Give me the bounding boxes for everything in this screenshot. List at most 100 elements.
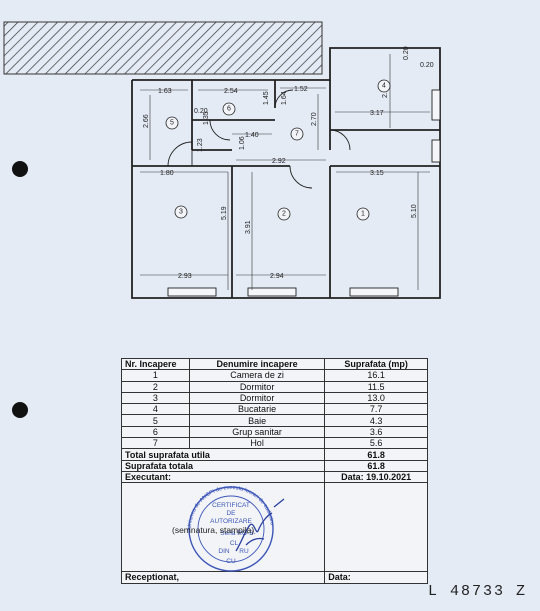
header-name: Denumire incapere: [188, 357, 326, 371]
header-area: Suprafata (mp): [324, 357, 428, 371]
total-util-label: Total suprafata utila: [120, 448, 326, 461]
table-row: 5 Baie 4.3: [121, 414, 428, 427]
binder-hole-bottom: [12, 402, 28, 418]
dim-0-20-right: 0.20: [420, 62, 434, 69]
table-row: 7 Hol 5.6: [121, 437, 428, 450]
handwritten-number: L 48733 Z: [428, 583, 528, 600]
row-name: Dormitor: [188, 380, 326, 393]
dim-1-45: 1.45: [263, 91, 270, 105]
row-name: Hol: [188, 437, 326, 450]
stamp-line-7: RU: [239, 548, 249, 555]
stamp-line-2: DE: [226, 510, 236, 517]
dim-2-54: 2.54: [224, 88, 238, 95]
table-row: 3 Dormitor 13.0: [121, 391, 428, 405]
room-number-5: 5: [170, 120, 174, 127]
row-area: 3.6: [324, 425, 428, 439]
row-nr: 4: [121, 403, 190, 416]
table-row: 4 Bucatarie 7.7: [121, 403, 428, 416]
stamp-line-1: CERTIFICAT: [212, 502, 250, 509]
table-header-row: Nr. Incapere Denumire incapere Suprafata…: [121, 357, 428, 371]
total-value: 61.8: [324, 459, 428, 472]
dim-1-40: 1.40: [245, 132, 259, 139]
receptionat-label: Receptionat,: [120, 571, 326, 584]
dim-2-92: 2.92: [272, 158, 286, 165]
dim-1-23: 1.23: [197, 138, 204, 152]
row-area: 5.6: [324, 437, 428, 450]
room-numbers: 1 2 3 4 5 6 7: [170, 83, 386, 218]
row-area: 11.5: [324, 380, 428, 393]
header-nr: Nr. Incapere: [121, 357, 190, 371]
executant-date: Data: 19.10.2021: [324, 470, 428, 484]
stamp-line-3: AUTORIZARE: [210, 518, 252, 525]
receptionat-row: Receptionat, Data:: [120, 571, 428, 584]
signature-scribble: [235, 498, 285, 552]
stamp-line-8: CU: [226, 558, 236, 565]
floor-plan: 1.63 2.54 1.52 0.20 0.20 2.44 3.17 2.66 …: [3, 21, 441, 299]
row-name: Dormitor: [188, 391, 326, 405]
dim-1-80: 1.80: [160, 170, 174, 177]
table-row: 1 Camera de zi 16.1: [121, 369, 428, 382]
row-area: 13.0: [324, 391, 428, 405]
row-nr: 1: [121, 369, 190, 382]
dim-3-15: 3.15: [370, 170, 384, 177]
dim-3-91: 3.91: [245, 220, 252, 234]
dim-3-17: 3.17: [370, 110, 384, 117]
table-row: 2 Dormitor 11.5: [121, 380, 428, 393]
row-nr: 7: [121, 437, 190, 450]
dim-1-52: 1.52: [294, 86, 308, 93]
room-number-1: 1: [361, 211, 365, 218]
dimension-lines: [140, 54, 430, 290]
row-nr: 2: [121, 380, 190, 393]
room-number-3: 3: [179, 209, 183, 216]
dim-1-63: 1.63: [158, 88, 172, 95]
binder-hole-top: [12, 161, 28, 177]
dim-0-20-mid: 0.20: [194, 108, 208, 115]
row-name: Baie: [188, 414, 326, 427]
dim-2-66: 2.66: [143, 114, 150, 128]
dim-1-35: 1.35: [203, 111, 210, 125]
row-area: 7.7: [324, 403, 428, 416]
rooms-table: Nr. Incapere Denumire incapere Suprafata…: [120, 357, 428, 584]
walls: [131, 47, 441, 299]
total-label: Suprafata totala: [120, 459, 326, 472]
stamp-line-5: CL: [230, 540, 239, 547]
executant-label: Executant:: [120, 470, 326, 484]
row-area: 4.3: [324, 414, 428, 427]
windows: [167, 89, 441, 297]
row-nr: 3: [121, 391, 190, 405]
room-number-2: 2: [282, 211, 286, 218]
stamp-seal: Uniunea de ANCPI de executa lucrari de c…: [187, 485, 285, 572]
total-util-value: 61.8: [324, 448, 428, 461]
table-row: 6 Grup sanitar 3.6: [121, 425, 428, 439]
row-name: Camera de zi: [188, 369, 326, 382]
dim-1-64: 1.64: [281, 91, 288, 105]
executant-row: Executant: Data: 19.10.2021: [120, 470, 428, 484]
door-swings: [167, 89, 351, 189]
receptionat-date-label: Data:: [324, 571, 428, 584]
row-name: Grup sanitar: [188, 425, 326, 439]
stamp-line-4: Seria RO-B-: [220, 530, 255, 537]
row-area: 16.1: [324, 369, 428, 382]
dim-0-20-top: 0.20: [403, 46, 410, 60]
dim-2-93: 2.93: [178, 273, 192, 280]
row-nr: 6: [121, 425, 190, 439]
total-util-row: Total suprafata utila 61.8: [120, 448, 428, 461]
signature-placeholder: (semnatura, stampila): [172, 525, 255, 536]
dim-1-06: 1.06: [239, 136, 246, 150]
signature-cell: Uniunea de ANCPI de executa lucrari de c…: [120, 482, 326, 573]
room-number-7: 7: [295, 131, 299, 138]
row-nr: 5: [121, 414, 190, 427]
room-number-4: 4: [382, 83, 386, 90]
room-markers: [165, 79, 391, 221]
stamp-line-6: DIN: [218, 548, 230, 555]
dim-5-19: 5.19: [221, 206, 228, 220]
dim-2-70: 2.70: [311, 112, 318, 126]
dim-5-10: 5.10: [411, 204, 418, 218]
hatched-balcony: [3, 21, 323, 75]
dim-2-94: 2.94: [270, 273, 284, 280]
total-row: Suprafata totala 61.8: [120, 459, 428, 472]
room-number-6: 6: [227, 106, 231, 113]
row-name: Bucatarie: [188, 403, 326, 416]
signature-right-cell: [324, 482, 428, 573]
